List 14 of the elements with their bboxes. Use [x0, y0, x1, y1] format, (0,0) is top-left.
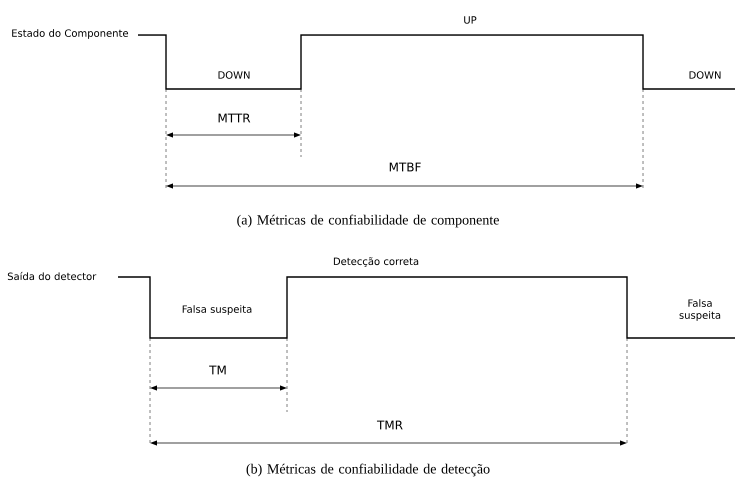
- state-label: DOWN: [218, 71, 250, 79]
- state-label: Falsa suspeita: [182, 305, 252, 315]
- signal-label: Saída do detector: [8, 272, 96, 280]
- measure-label: TM: [209, 366, 226, 374]
- caption: (b) Métricas de confiabilidade de detecção: [246, 464, 490, 476]
- measure-label: MTBF: [390, 162, 421, 172]
- state-label: UP: [464, 16, 476, 24]
- caption: (a) Métricas de confiabilidade de componente: [237, 214, 499, 228]
- state-label: Detecção correta: [334, 257, 418, 267]
- measure-label: MTTR: [218, 114, 250, 122]
- state-label: DOWN: [690, 71, 720, 79]
- state-label: Falsa suspeita: [680, 299, 720, 321]
- signal-label: Estado do Componente: [12, 29, 128, 39]
- measure-label: TMR: [376, 420, 403, 430]
